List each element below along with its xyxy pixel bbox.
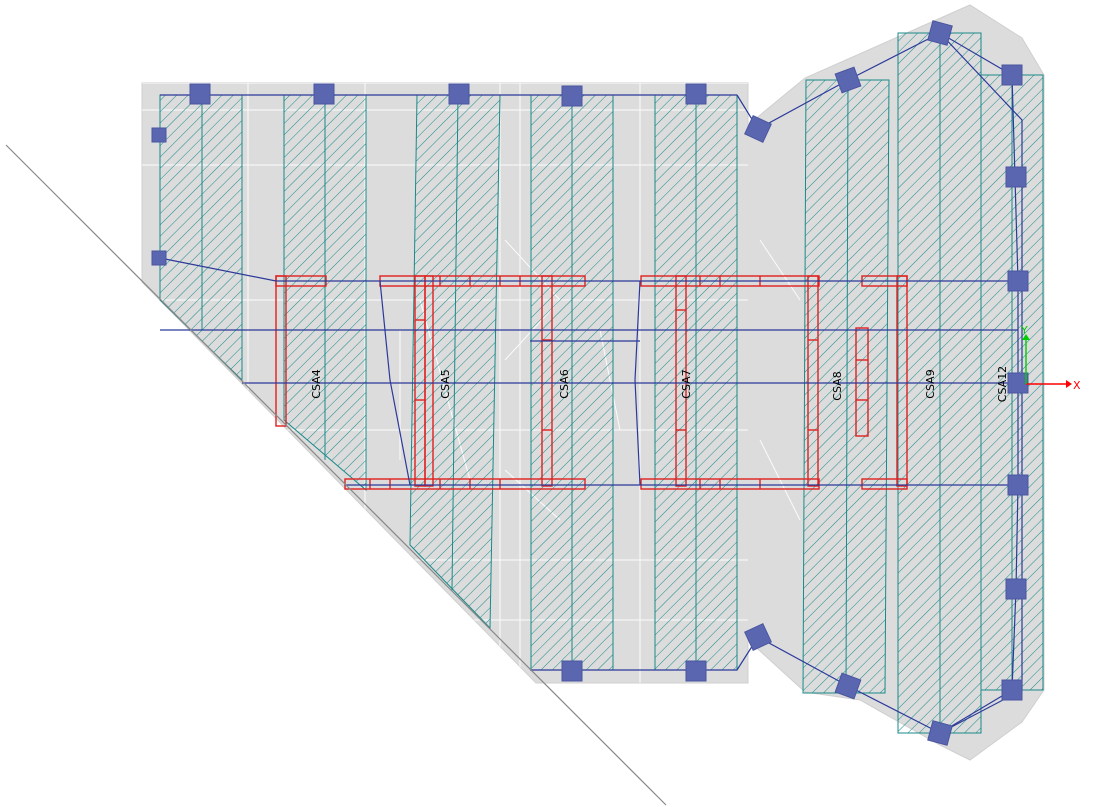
strip-label-csa7: CSA7	[680, 369, 693, 398]
column	[1007, 270, 1029, 292]
beam-line	[939, 32, 1023, 734]
mesh-line	[759, 439, 801, 521]
column	[561, 660, 583, 682]
column	[313, 83, 335, 105]
strip-band	[159, 94, 243, 382]
wall-segment	[807, 275, 819, 487]
strip-label-csa9: CSA9	[924, 369, 937, 398]
column	[1005, 578, 1027, 600]
mesh-line	[759, 239, 801, 301]
strip-label-csa6: CSA6	[558, 369, 571, 398]
beam-line	[159, 257, 1018, 282]
wall-segment	[541, 275, 553, 487]
strip-labels: CSA4 CSA5 CSA6 CSA7 CSA8 CSA9 CSA12	[310, 366, 1009, 402]
column	[1007, 474, 1029, 496]
y-axis-arrowhead	[1022, 334, 1030, 340]
strip-label-csa8: CSA8	[831, 371, 844, 400]
column	[1001, 679, 1023, 701]
wall-segment	[675, 275, 687, 487]
beam-line	[757, 636, 1013, 734]
strip-label-csa12: CSA12	[996, 366, 1009, 402]
section-cut-line	[5, 144, 667, 806]
wall-segment	[640, 478, 820, 490]
strip-label-csa5: CSA5	[439, 369, 452, 398]
beam-line	[379, 280, 411, 486]
column	[685, 83, 707, 105]
wall-segment	[424, 275, 434, 487]
wall-segment	[896, 275, 908, 487]
column	[685, 660, 707, 682]
wall-segment	[275, 275, 287, 427]
strip-label-csa4: CSA4	[310, 369, 323, 398]
column	[189, 83, 211, 105]
column	[1005, 166, 1027, 188]
column	[927, 20, 953, 46]
global-axes: X Y	[1020, 324, 1081, 392]
x-axis-arrowhead	[1066, 380, 1072, 388]
columns	[151, 20, 1029, 746]
y-axis-label: Y	[1020, 324, 1028, 337]
column	[1001, 64, 1023, 86]
strip-divider	[845, 79, 849, 694]
strip-divider	[451, 94, 459, 591]
design-strips	[159, 32, 1044, 734]
column	[561, 85, 583, 107]
column	[927, 720, 953, 746]
x-axis-label: X	[1073, 379, 1081, 392]
column	[448, 83, 470, 105]
column	[151, 250, 167, 266]
column	[744, 623, 772, 651]
column	[834, 66, 862, 94]
column	[151, 127, 167, 143]
column	[834, 672, 862, 700]
column	[744, 115, 772, 143]
wall-segment	[855, 327, 869, 437]
beam-line	[530, 636, 759, 671]
beam-line	[634, 280, 641, 486]
column	[1007, 372, 1029, 394]
